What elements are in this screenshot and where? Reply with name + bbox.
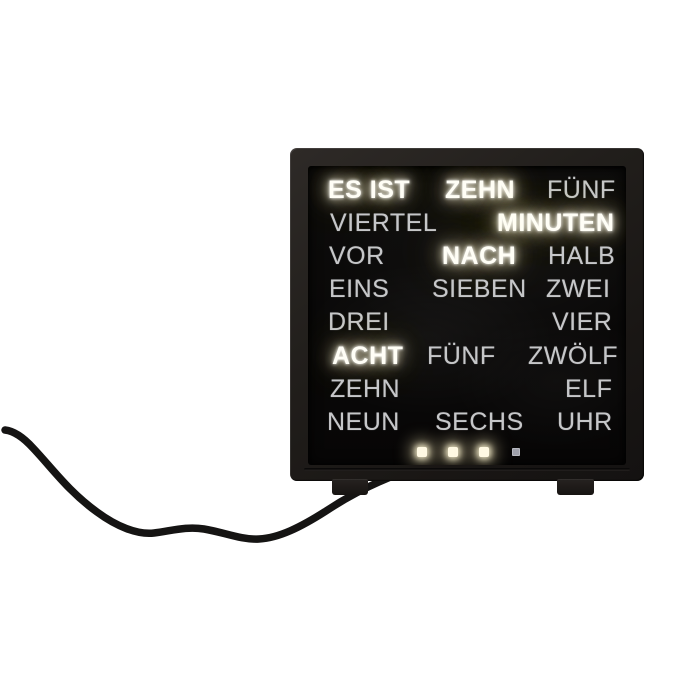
clock-word-lit: MINUTEN — [497, 209, 615, 237]
clock-word: VIERTEL — [330, 209, 438, 237]
clock-word: NEUN — [327, 408, 400, 436]
power-cable-wire — [1, 426, 402, 543]
minute-led-on — [448, 447, 458, 457]
clock-foot-left — [332, 479, 368, 495]
clock-word: ZWÖLF — [528, 342, 618, 370]
clock-word: VIER — [552, 308, 613, 336]
minute-led-on — [417, 447, 427, 457]
minute-led-off — [512, 448, 520, 456]
clock-word: SIEBEN — [432, 275, 527, 303]
clock-word-lit: ES IST — [328, 176, 411, 204]
clock-word: FÜNF — [547, 176, 616, 204]
clock-word: ZEHN — [330, 375, 401, 403]
clock-word: HALB — [548, 242, 616, 270]
clock-word: ZWEI — [546, 275, 611, 303]
clock-foot-right — [557, 479, 594, 495]
clock-word-lit: ACHT — [332, 342, 404, 370]
clock-word: SECHS — [435, 408, 524, 436]
clock-word-lit: ZEHN — [445, 176, 516, 204]
clock-display: ES IST ZEHN FÜNF VIERTEL MINUTEN VOR NACH HALB E… — [308, 166, 626, 465]
clock-word: DREI — [328, 308, 390, 336]
clock-word: EINS — [329, 275, 390, 303]
clock-word: VOR — [329, 242, 385, 270]
clock-word: FÜNF — [427, 342, 496, 370]
minute-led-on — [479, 447, 489, 457]
clock-word: ELF — [565, 375, 613, 403]
clock-word: UHR — [557, 408, 613, 436]
frame-seam — [304, 468, 630, 471]
clock-word-lit: NACH — [442, 242, 517, 270]
word-clock: ES IST ZEHN FÜNF VIERTEL MINUTEN VOR NACH HALB E… — [290, 148, 644, 495]
